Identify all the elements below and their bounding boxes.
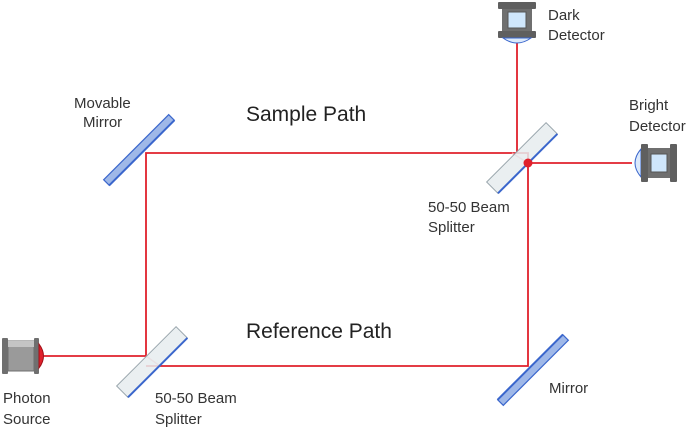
beam-path [44, 40, 632, 367]
top-beam-splitter [485, 121, 559, 195]
bright-detector-label: Bright Detector [629, 97, 686, 135]
detector-icon [634, 144, 677, 182]
photon-source-label: Photon Source [3, 390, 55, 428]
top-splitter-label: 50-50 Beam Splitter [428, 199, 514, 236]
movable-mirror [102, 113, 176, 187]
sample-path-label: Sample Path [246, 103, 366, 126]
movable-mirror-label: Movable Mirror [74, 95, 135, 131]
detector-icon [498, 2, 536, 44]
beam-splitter-icon [115, 325, 189, 399]
corner-mirror [496, 333, 570, 407]
reference-path-label: Reference Path [246, 320, 392, 343]
beam-intersection-dot [523, 158, 533, 168]
mirror-label: Mirror [549, 380, 588, 397]
dark-detector [498, 2, 536, 44]
bottom-splitter-label: 50-50 Beam Splitter [155, 390, 241, 428]
bottom-beam-splitter [115, 325, 189, 399]
dark-detector-label: Dark Detector [548, 7, 605, 44]
bright-detector [634, 144, 677, 182]
photon-source [2, 338, 44, 374]
photon-source-icon [2, 338, 44, 374]
beam-splitter-icon [485, 121, 559, 195]
